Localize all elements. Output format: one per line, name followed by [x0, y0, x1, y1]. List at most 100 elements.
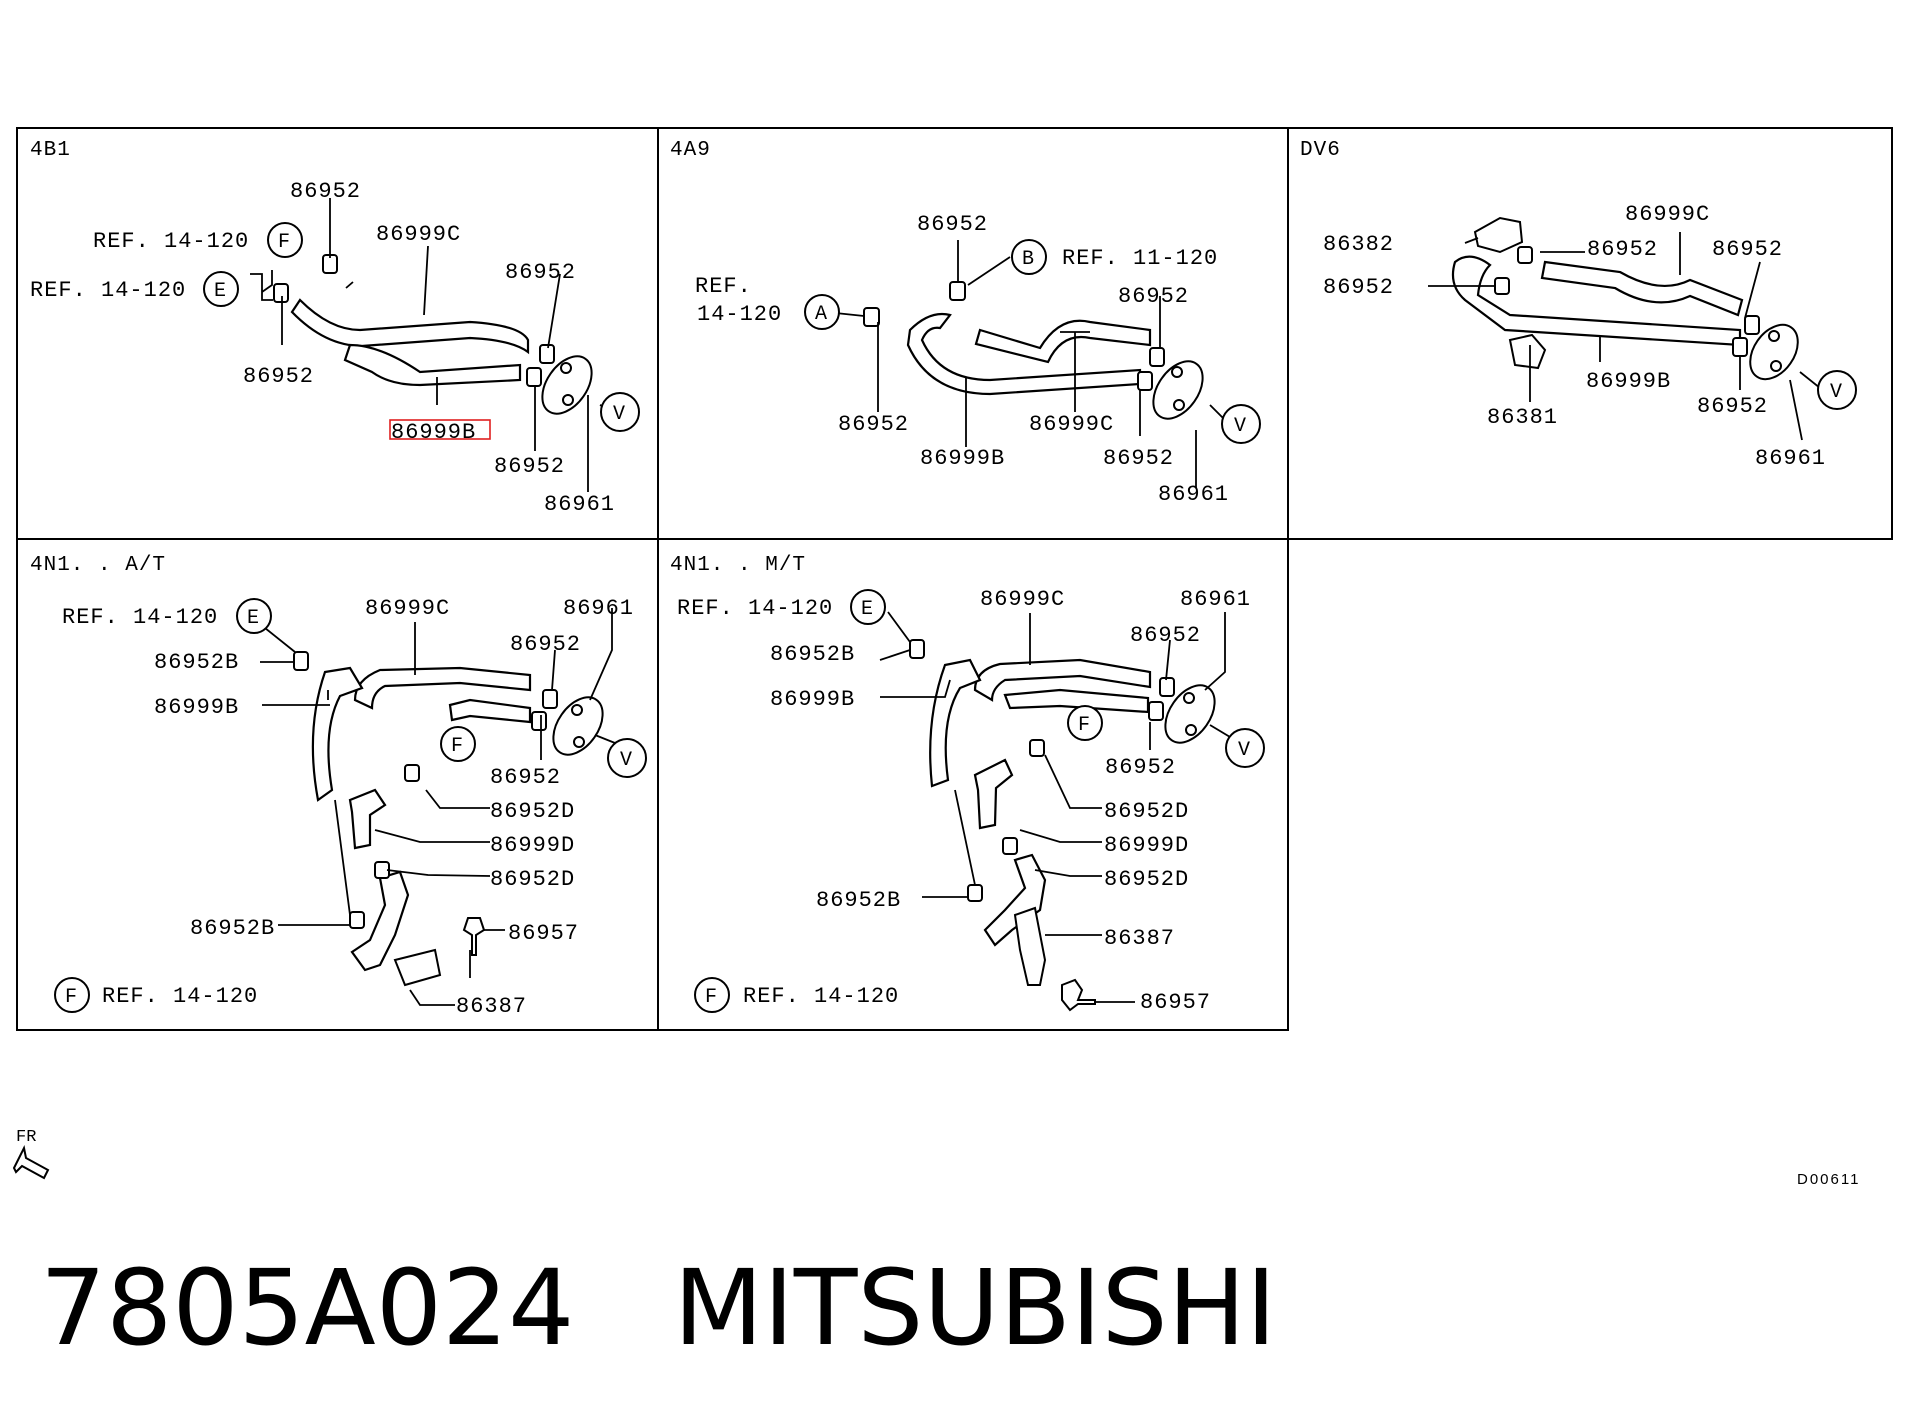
label-86957: 86957 — [1140, 990, 1211, 1015]
marker-f-label: F — [278, 231, 290, 254]
clamp-icon — [1494, 277, 1510, 295]
label-86999c: 86999C — [1625, 202, 1710, 227]
label-86952d: 86952D — [1104, 867, 1189, 892]
label-86952: 86952 — [1712, 237, 1783, 262]
clamp-icon — [404, 764, 420, 782]
marker-e-label: E — [214, 280, 226, 303]
label-86999c: 86999C — [980, 587, 1065, 612]
label-86952: 86952 — [1587, 237, 1658, 262]
hose-86999c — [973, 658, 1152, 702]
hose-86999b — [311, 666, 364, 802]
grommet-hole — [562, 394, 574, 406]
marker-f — [694, 977, 730, 1013]
clamp-icon — [539, 344, 555, 364]
hose-86999c — [1540, 260, 1744, 317]
clamp-icon — [1148, 701, 1164, 721]
front-indicator: FR — [12, 1128, 50, 1180]
marker-v — [1817, 370, 1857, 410]
marker-a-label: A — [815, 303, 827, 326]
marker-e — [203, 271, 239, 307]
clamp-icon — [967, 884, 983, 902]
label-86387: 86387 — [456, 994, 527, 1019]
hose-86999b — [906, 312, 1142, 396]
marker-b-label: B — [1022, 248, 1034, 271]
label-86999d: 86999D — [1104, 833, 1189, 858]
label-86999d: 86999D — [490, 833, 575, 858]
label-86952d: 86952D — [490, 867, 575, 892]
grommet-icon — [1749, 323, 1799, 381]
clamp-icon — [1744, 315, 1760, 335]
label-86961: 86961 — [1158, 482, 1229, 507]
pipe-86387 — [983, 853, 1047, 947]
label-86952: 86952 — [505, 260, 576, 285]
label-ref-14-120: REF. 14-120 — [102, 984, 258, 1009]
label-86952: 86952 — [490, 765, 561, 790]
grommet-icon — [552, 696, 604, 756]
clamp-icon — [949, 281, 966, 301]
joint-86382-icon — [1473, 216, 1524, 254]
label-86952d: 86952D — [1104, 799, 1189, 824]
label-86957: 86957 — [508, 921, 579, 946]
panel-title-4n1-mt: 4N1. . M/T — [670, 554, 806, 577]
label-86961: 86961 — [1180, 587, 1251, 612]
bracket-86387-icon — [393, 948, 442, 987]
label-86952: 86952 — [1323, 275, 1394, 300]
marker-f — [440, 726, 476, 762]
clamp-icon — [1002, 837, 1018, 855]
label-86999b: 86999B — [1586, 369, 1671, 394]
marker-e — [850, 589, 886, 625]
label-86999b-highlighted: 86999B — [391, 420, 476, 445]
label-86961: 86961 — [563, 596, 634, 621]
grommet-hole — [1185, 724, 1197, 736]
marker-v-label: V — [1238, 739, 1250, 762]
front-indicator-label: FR — [16, 1128, 36, 1147]
marker-a — [804, 294, 840, 330]
label-86952: 86952 — [1105, 755, 1176, 780]
label-86952: 86952 — [1697, 394, 1768, 419]
grommet-hole — [1183, 692, 1195, 704]
part-number-caption: 7805A024 MITSUBISHI — [40, 1247, 1277, 1369]
hose-86999d — [973, 758, 1014, 830]
hose-86999c-lower — [448, 698, 532, 724]
grommet-icon — [541, 355, 593, 415]
clamp-icon — [1029, 739, 1045, 757]
panel-title-4a9: 4A9 — [670, 139, 711, 162]
label-86382: 86382 — [1323, 232, 1394, 257]
label-86952d: 86952D — [490, 799, 575, 824]
bolt-86957-icon — [462, 917, 486, 956]
joint-86381-icon — [1508, 333, 1547, 370]
marker-f-label: F — [1078, 714, 1090, 737]
hose-86999c — [353, 666, 532, 710]
label-ref-14-120: REF. 14-120 — [30, 278, 186, 303]
pipe-86387 — [350, 870, 410, 972]
bracket-86387-icon — [1013, 906, 1047, 986]
panel-4a9: 86952 B REF. 11-120 REF. 14-120 A 86952 … — [695, 212, 1261, 507]
marker-v — [1221, 404, 1261, 444]
hose-86999c — [290, 298, 530, 355]
label-86952b: 86952B — [190, 916, 275, 941]
label-86952: 86952 — [1118, 284, 1189, 309]
label-86952: 86952 — [1103, 446, 1174, 471]
grommet-hole — [573, 736, 585, 748]
marker-f-label: F — [451, 735, 463, 758]
grommet-hole — [1770, 360, 1782, 372]
clamp-icon — [526, 367, 542, 387]
marker-e-label: E — [247, 607, 259, 630]
clamp-icon — [1732, 337, 1748, 357]
marker-e — [236, 598, 272, 634]
marker-e-label: E — [861, 598, 873, 621]
grommet-hole — [1173, 399, 1185, 411]
marker-f — [54, 977, 90, 1013]
grommet-hole — [1768, 330, 1780, 342]
marker-f — [1067, 705, 1103, 741]
panel-4b1: 86952 REF. 14-120 F 86999C REF. 14-120 E… — [30, 179, 640, 517]
hose-86999b — [343, 343, 522, 387]
label-86999c: 86999C — [365, 596, 450, 621]
clamp-icon — [1517, 246, 1533, 264]
label-ref-14-120: REF. 14-120 — [93, 229, 249, 254]
label-86952: 86952 — [838, 412, 909, 437]
clamp-icon — [1137, 371, 1153, 391]
label-86387: 86387 — [1104, 926, 1175, 951]
grommet-hole — [1171, 366, 1183, 378]
panel-title-4b1: 4B1 — [30, 139, 71, 162]
